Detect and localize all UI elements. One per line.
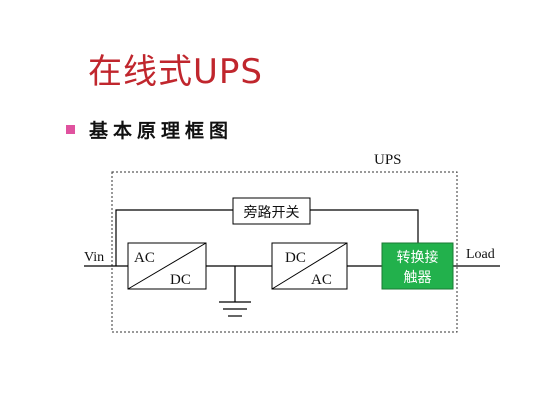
rectifier-bottom-label: DC [170,272,191,288]
ups-label: UPS [374,152,402,168]
bypass-switch-label: 旁路开关 [244,204,300,221]
rectifier-top-label: AC [134,250,155,266]
ups-enclosure [111,171,458,333]
vin-label: Vin [84,250,104,265]
transfer-contactor-box [381,242,454,290]
load-label: Load [466,247,495,262]
contactor-label-line1: 转换接 [397,249,439,266]
bypass-line-right [310,209,419,243]
inverter-bottom-label: AC [311,272,332,288]
bypass-line-left [115,209,233,266]
inverter-diagonal [271,242,348,290]
rectifier-diagonal [127,242,207,290]
bullet-item: 基本原理框图 [66,116,233,143]
contactor-label-line2: 触器 [404,270,432,286]
bypass-switch-box [232,197,311,225]
slide-title: 在线式UPS [88,52,263,92]
bullet-text: 基本原理框图 [89,120,234,142]
bullet-square-icon [66,125,75,134]
ground-icon [219,301,251,317]
inverter-top-label: DC [285,250,306,266]
